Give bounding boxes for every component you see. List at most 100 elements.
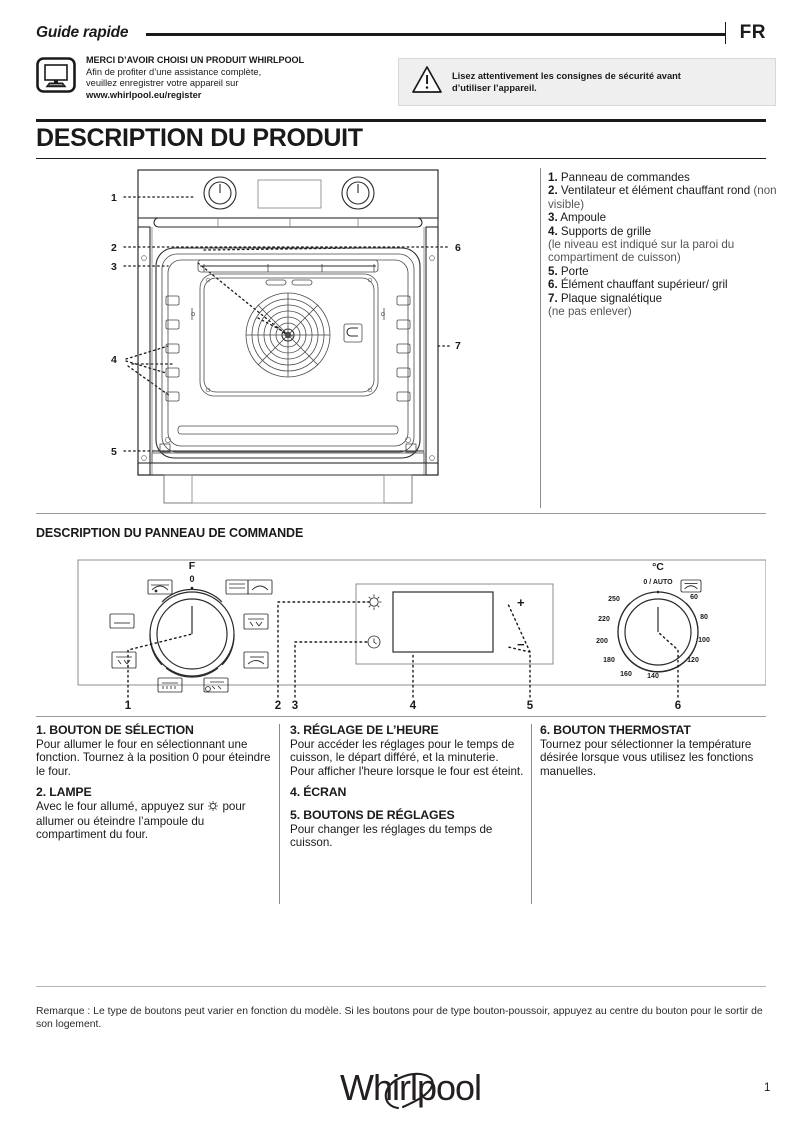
panel-callout-3: 3: [292, 700, 298, 712]
computer-monitor-icon: [36, 55, 76, 95]
description-heading-3: 3. RÉGLAGE DE L’HEURE: [290, 723, 439, 737]
panel-section-bottom-rule: [36, 716, 766, 717]
description-body-1: Pour allumer le four en sélectionnant un…: [36, 738, 271, 778]
parts-list: 1. Panneau de commandes 2. Ventilateur e…: [548, 171, 780, 318]
language-code: FR: [739, 22, 766, 43]
function-selector-knob[interactable]: F 0: [149, 560, 235, 678]
thermostat-tick-100: 100: [698, 637, 710, 644]
footer-rule: [36, 986, 766, 987]
panel-callout-5: 5: [527, 700, 534, 712]
description-divider-2: [531, 724, 532, 904]
header-rule: [146, 32, 725, 36]
description-heading-1: 1. BOUTON DE SÉLECTION: [36, 723, 194, 737]
panel-section-top-rule: [36, 513, 766, 514]
list-item: 1. Panneau de commandes: [548, 171, 780, 184]
lamp-icon[interactable]: [366, 594, 382, 610]
oven-callout-1: 1: [111, 192, 117, 204]
function-icon-eco-fan: [203, 677, 229, 693]
display-screen: [392, 591, 494, 653]
part-number: 1.: [548, 171, 558, 184]
panel-section-title: DESCRIPTION DU PANNEAU DE COMMANDE: [36, 526, 304, 540]
function-icon-grill: [157, 677, 183, 693]
minus-button: −: [517, 637, 525, 652]
part-number: 7.: [548, 291, 558, 305]
description-body-2-before: Avec le four allumé, appuyez sur: [36, 800, 208, 814]
side-mount-tabs-left: [165, 295, 180, 402]
description-body-6: Tournez pour sélectionner la température…: [540, 738, 754, 778]
function-knob-off-label: 0: [189, 574, 194, 584]
list-item: 5. Porte: [548, 265, 780, 278]
part-sublabel: (ne pas enlever): [548, 305, 632, 319]
oven-callout-7: 7: [455, 340, 461, 352]
pizza-icon: [680, 579, 702, 593]
oven-diagram: .ln { fill:none; stroke:#2b2b2b; stroke-…: [108, 168, 468, 518]
part-number: 6.: [548, 278, 558, 292]
part-number: 2.: [548, 184, 558, 198]
fan-grille-icon: [245, 292, 331, 378]
part-sublabel: (le niveau est indiqué sur la paroi du c…: [548, 238, 735, 265]
description-body-3: Pour accéder les réglages pour le temps …: [290, 738, 524, 778]
page-title: DESCRIPTION DU PRODUIT: [36, 124, 363, 152]
function-icon-convection-pair: [225, 579, 273, 595]
whirlpool-logo: Whirlpool: [340, 1066, 600, 1114]
function-icon-conventional: [109, 613, 135, 629]
brand-wordmark: Whirlpool: [340, 1067, 481, 1108]
function-icon-bottom-heat: [111, 651, 137, 669]
list-item: 4. Supports de grille(le niveau est indi…: [548, 225, 780, 265]
panel-callout-2: 2: [275, 700, 281, 712]
part-label: Porte: [560, 264, 589, 278]
register-line-2: veuillez enregistrer votre appareil sur: [86, 78, 239, 89]
oven-callout-5: 5: [111, 446, 117, 458]
thermostat-tick-200: 200: [596, 638, 608, 645]
thermostat-auto-label: 0 / AUTO: [643, 579, 673, 586]
thermostat-tick-80: 80: [700, 614, 708, 621]
product-section-divider: [540, 168, 541, 508]
register-url[interactable]: www.whirlpool.eu/register: [86, 89, 202, 100]
description-body-2: Avec le four allumé, appuyez sur pour al…: [36, 800, 274, 842]
thermostat-tick-180: 180: [603, 657, 615, 664]
guide-title: Guide rapide: [36, 24, 129, 41]
register-block: MERCI D’AVOIR CHOISI UN PRODUIT WHIRLPOO…: [36, 55, 366, 101]
thermostat-knob[interactable]: °C 0 / AUTO 250 220 200 180 1: [596, 561, 710, 680]
part-number: 4.: [548, 224, 558, 238]
function-icon-turbo-grill: [243, 613, 269, 630]
page-header: Guide rapide FR: [36, 18, 766, 48]
part-label: Ampoule: [560, 211, 607, 225]
list-item: 3. Ampoule: [548, 211, 780, 224]
function-icon-convection-bake: [147, 579, 173, 595]
part-label: Plaque signalétique: [560, 291, 663, 305]
safety-warning-box: Lisez attentivement les consignes de séc…: [398, 58, 776, 106]
lamp-icon: [207, 800, 219, 815]
warning-text: Lisez attentivement les consignes de séc…: [452, 70, 681, 94]
function-icon-fan-forced: [243, 651, 269, 669]
thermostat-tick-140: 140: [647, 673, 659, 680]
list-item: 7. Plaque signalétique(ne pas enlever): [548, 292, 780, 319]
oven-callout-4: 4: [111, 354, 117, 366]
panel-callout-1: 1: [125, 700, 132, 712]
display-group: + −: [355, 583, 554, 665]
clock-icon[interactable]: [367, 635, 381, 649]
warning-line-2: d’utiliser l’appareil.: [452, 83, 537, 93]
product-section-top-rule: [36, 119, 766, 122]
oven-callout-2: 2: [111, 242, 117, 254]
part-label: Supports de grille: [560, 224, 652, 238]
warning-triangle-icon: [411, 65, 443, 99]
part-sublabel: (non visible): [548, 184, 777, 211]
thermostat-tick-60: 60: [690, 594, 698, 601]
panel-callout-4: 4: [410, 700, 417, 712]
footer-note: Remarque : Le type de boutons peut varie…: [36, 1006, 763, 1030]
thermostat-tick-250: 250: [608, 596, 620, 603]
description-body-5: Pour changer les réglages du temps de cu…: [290, 823, 493, 850]
side-mount-tabs-right: [396, 295, 411, 402]
register-line-1: Afin de profiter d’une assistance complè…: [86, 66, 262, 77]
control-panel-diagram: .p { fill:none; stroke:#2b2b2b; stroke-w…: [36, 552, 767, 717]
oven-callout-6: 6: [455, 242, 461, 254]
thermostat-tick-120: 120: [687, 657, 699, 664]
product-section-bottom-rule: [36, 158, 766, 159]
list-item: 6. Élément chauffant supérieur/ gril: [548, 278, 780, 291]
brand-swirl-icon: [384, 1072, 434, 1110]
description-column-1: 1. BOUTON DE SÉLECTION Pour allumer le f…: [36, 723, 274, 850]
warning-line-1: Lisez attentivement les consignes de séc…: [452, 71, 681, 81]
register-heading: MERCI D’AVOIR CHOISI UN PRODUIT WHIRLPOO…: [86, 55, 305, 65]
